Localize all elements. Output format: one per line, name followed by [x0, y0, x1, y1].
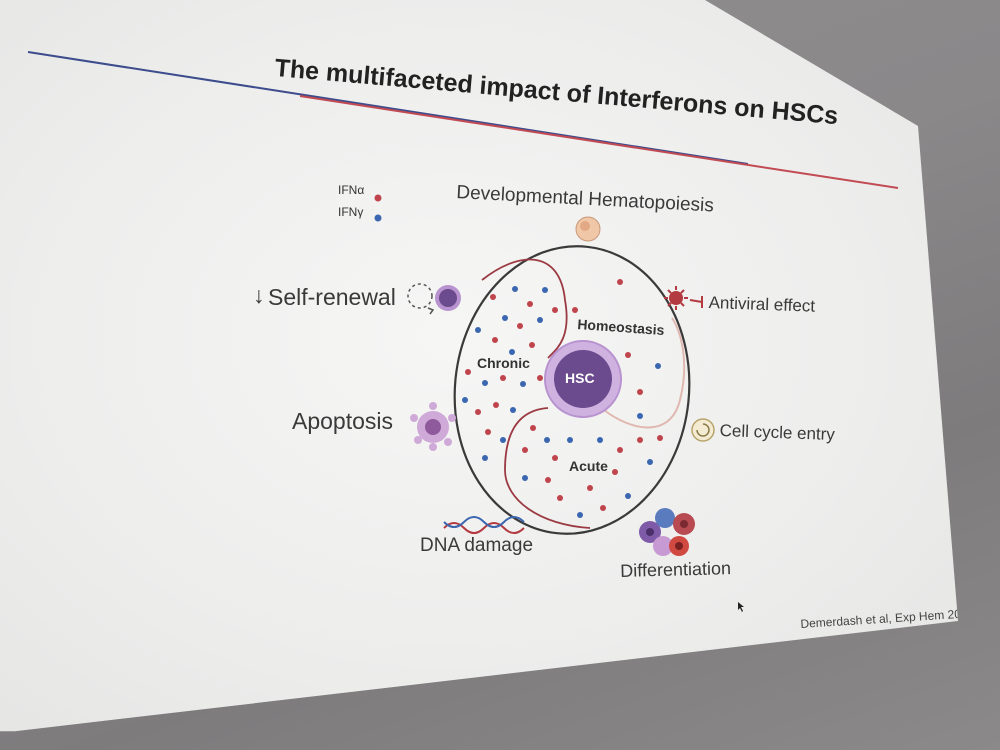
- label-differentiation: Differentiation: [620, 558, 732, 581]
- self-renewal-cell-icon: [435, 285, 461, 311]
- virus-icon: [664, 286, 703, 310]
- decrease-arrow-icon: ↓: [253, 282, 265, 308]
- legend-ifn-alpha: IFNα: [338, 183, 365, 197]
- embryo-icon: [575, 216, 601, 242]
- differentiated-cells-icon: [639, 508, 695, 556]
- label-self-renewal: Self-renewal: [268, 284, 396, 310]
- hsc-label: HSC: [565, 370, 595, 386]
- homeostasis-boundary: [603, 317, 686, 429]
- cell-outline: [453, 245, 691, 535]
- cell-cycle-icon: [691, 418, 715, 442]
- apoptosis-cell-icon: [410, 402, 456, 451]
- label-cell-cycle-entry: Cell cycle entry: [719, 421, 836, 445]
- region-chronic: Chronic: [477, 355, 530, 371]
- label-antiviral-effect: Antiviral effect: [708, 293, 816, 316]
- ifn-alpha-dot: [374, 194, 382, 202]
- dna-helix-icon: [443, 516, 525, 534]
- title-line-blue: [27, 51, 749, 165]
- self-renewal-cycle-icon: [407, 283, 435, 315]
- title-line-red: [299, 95, 899, 189]
- legend-ifn-gamma: IFNγ: [338, 205, 364, 219]
- label-dna-damage: DNA damage: [420, 535, 534, 556]
- ifn-dots: [462, 279, 663, 518]
- ifn-gamma-dot: [374, 214, 382, 222]
- acute-boundary: [504, 407, 591, 529]
- region-acute: Acute: [569, 458, 608, 474]
- mouse-cursor-icon: [738, 602, 744, 612]
- label-apoptosis: Apoptosis: [292, 408, 394, 434]
- hsc-core: [554, 350, 612, 408]
- chronic-boundary: [481, 258, 568, 359]
